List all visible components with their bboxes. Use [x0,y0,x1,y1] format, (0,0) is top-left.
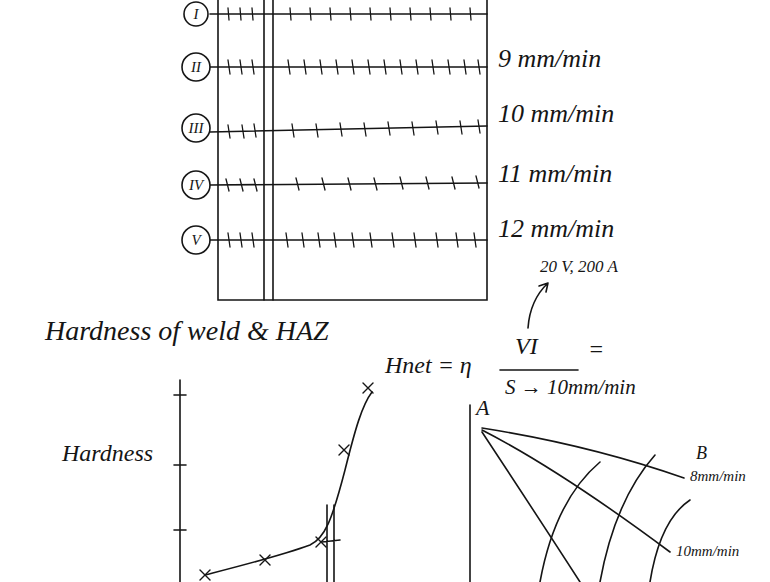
table-border [218,0,487,300]
data-markers [200,383,373,580]
note-text: 20 V, 200 A [540,258,618,277]
note-text: A [476,396,489,420]
note-text: B [696,444,707,464]
pointer-arrow [528,283,548,328]
note-text: S → 10mm/min [505,376,636,399]
note-text: 9 mm/min [498,45,601,74]
row-lines [210,14,487,240]
note-text: Hnet = η [385,352,472,378]
circle-outline [182,171,210,199]
row-number-circle: IV [180,169,212,201]
weld-line [264,0,273,300]
note-text: VI [515,333,538,359]
hardness-curve [205,392,372,575]
heading: Hardness of weld & HAZ [45,316,329,347]
row-number: V [191,233,200,248]
isotherm-arcs [540,455,690,582]
note-text: 12 mm/min [498,215,614,244]
row-number-circle: V [180,224,212,256]
row-number: III [189,121,204,136]
row-number-circle: I [182,0,210,28]
row-number: II [191,60,201,75]
note-text: = [588,336,604,362]
note-text: 10 mm/min [498,100,614,129]
speed-curves [482,428,684,582]
circle-outline [182,114,210,142]
y-axis [174,380,186,582]
row-ticks [226,8,480,247]
row-number-circle: III [180,112,212,144]
row-number: IV [189,178,203,193]
circle-outline [184,2,208,26]
note-text: 10mm/min [676,543,739,560]
fraction-bar [500,369,578,371]
note-text: 11 mm/min [498,160,612,189]
y-axis [469,405,471,582]
circle-outline [182,53,210,81]
row-number-circle: II [180,51,212,83]
note-text: Hardness [62,440,153,466]
note-text: 8mm/min [690,468,746,485]
row-number: I [194,7,199,22]
circle-outline [182,226,210,254]
fusion-lines [322,505,340,582]
